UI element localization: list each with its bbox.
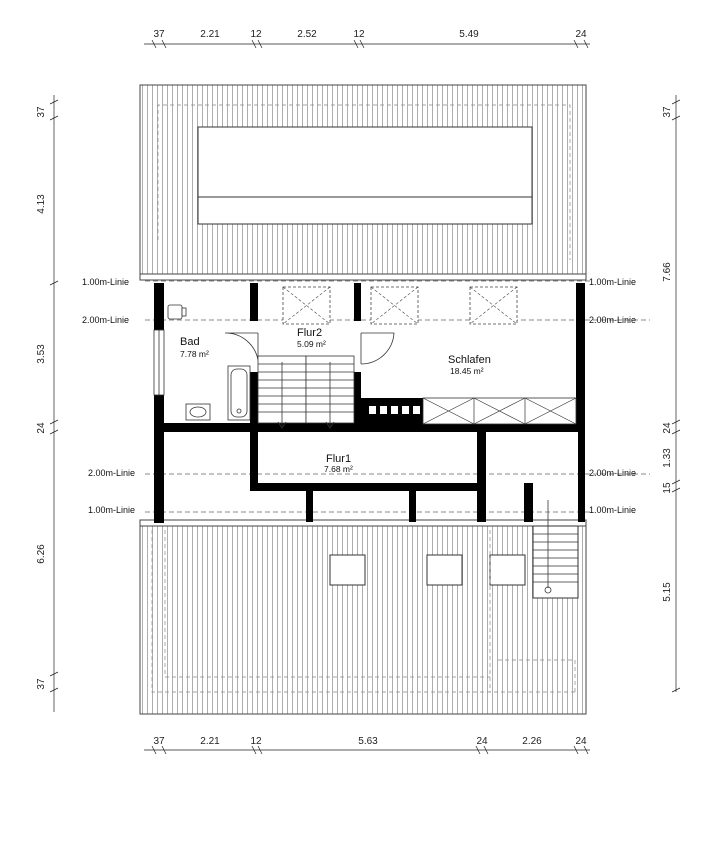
upper-roof <box>139 84 587 281</box>
dimension-label: 5.49 <box>459 29 479 40</box>
two-meter-line-label: 2.00m-Linie <box>589 315 636 325</box>
dimension-lines <box>49 39 681 755</box>
skylights <box>282 286 518 325</box>
one-meter-line-label: 1.00m-Linie <box>589 505 636 515</box>
roof-window <box>489 554 526 586</box>
bathroom-window <box>153 329 165 396</box>
room-flur2-area: 5.09 m² <box>297 339 326 349</box>
room-labels: Bad 7.78 m² Flur2 5.09 m² Schlafen 18.45… <box>180 327 491 474</box>
one-meter-line-label: 1.00m-Linie <box>82 277 129 287</box>
dimensions-right: 37 7.66 24 1.33 15 5.15 <box>662 106 673 602</box>
room-schlafen-area: 18.45 m² <box>450 366 484 376</box>
lower-roof <box>139 500 587 715</box>
dimensions-left: 37 4.13 3.53 24 6.26 37 <box>36 106 47 690</box>
dimension-label: 12 <box>250 29 262 40</box>
dimension-label: 24 <box>36 422 47 434</box>
room-flur2-name: Flur2 <box>297 327 322 339</box>
roof-window <box>426 554 463 586</box>
dimension-label: 2.21 <box>200 29 220 40</box>
dimension-label: 2.26 <box>522 736 542 747</box>
room-flur1-name: Flur1 <box>326 453 351 465</box>
dimension-label: 24 <box>575 29 587 40</box>
dimension-label: 12 <box>250 736 262 747</box>
roof-window <box>329 554 366 586</box>
dimension-label: 4.13 <box>36 194 47 214</box>
doors <box>224 332 395 365</box>
dimension-label: 7.66 <box>662 262 673 282</box>
dimensions-bottom: 37 2.21 12 5.63 24 2.26 24 <box>153 736 587 747</box>
main-stairs <box>257 355 355 429</box>
room-bad-name: Bad <box>180 336 200 348</box>
dimensions-top: 37 2.21 12 2.52 12 5.49 24 <box>153 29 587 40</box>
one-meter-line-label: 1.00m-Linie <box>88 505 135 515</box>
roof-window-large <box>197 126 533 225</box>
dimension-label: 24 <box>575 736 587 747</box>
dimension-label: 5.15 <box>662 582 673 602</box>
dimension-label: 37 <box>662 106 673 118</box>
dimension-label: 37 <box>36 678 47 690</box>
dimension-label: 24 <box>476 736 488 747</box>
room-bad-area: 7.78 m² <box>180 349 209 359</box>
built-in-furniture <box>361 397 577 425</box>
dimension-label: 15 <box>662 482 673 494</box>
bathroom-fixtures <box>167 304 251 421</box>
level-line-labels: 1.00m-Linie 1.00m-Linie 2.00m-Linie 2.00… <box>82 277 636 515</box>
dimension-label: 3.53 <box>36 344 47 364</box>
dimension-label: 1.33 <box>662 448 673 468</box>
dimension-label: 24 <box>662 422 673 434</box>
dimension-label: 6.26 <box>36 544 47 564</box>
two-meter-line-label: 2.00m-Linie <box>82 315 129 325</box>
dimension-label: 2.21 <box>200 736 220 747</box>
room-schlafen-name: Schlafen <box>448 354 491 366</box>
dimension-label: 37 <box>153 29 165 40</box>
dimension-label: 12 <box>353 29 365 40</box>
dimension-label: 37 <box>153 736 165 747</box>
dimension-label: 37 <box>36 106 47 118</box>
lower-stair <box>532 500 579 599</box>
one-meter-line-label: 1.00m-Linie <box>589 277 636 287</box>
two-meter-line-label: 2.00m-Linie <box>589 468 636 478</box>
dimension-label: 5.63 <box>358 736 378 747</box>
room-flur1-area: 7.68 m² <box>324 464 353 474</box>
walls <box>154 283 585 523</box>
dimension-label: 2.52 <box>297 29 317 40</box>
two-meter-line-label: 2.00m-Linie <box>88 468 135 478</box>
